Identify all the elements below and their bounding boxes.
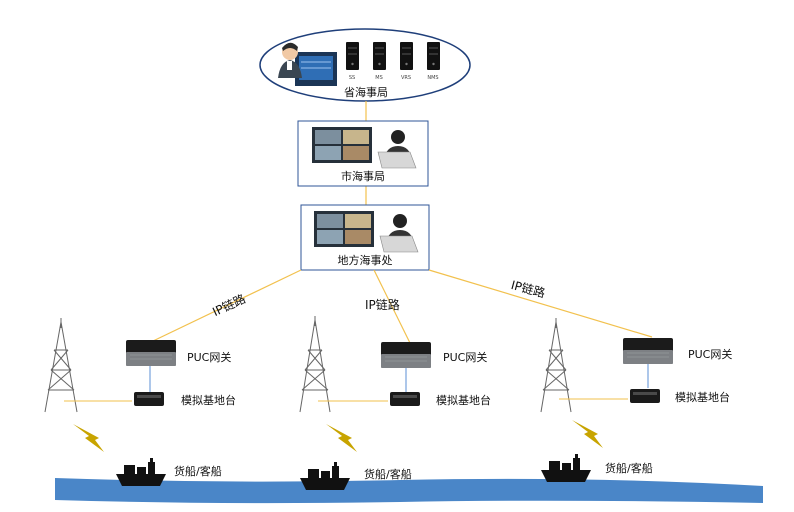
server-ms-label: MS (375, 75, 383, 81)
operator-workstation-icon (278, 42, 337, 86)
operator-desk-icon (377, 130, 417, 169)
gateway-device-icon (623, 338, 673, 364)
ship-icon (300, 462, 350, 490)
base-station-label-center: 模拟基地台 (436, 393, 491, 407)
ship-icon (541, 454, 591, 482)
server-vrs-label: VRS (401, 75, 411, 81)
radio-tower-icon (44, 318, 78, 413)
ip-link-label-right: IP链路 (509, 277, 546, 300)
gateway-device-icon (381, 342, 431, 368)
ip-link-label-left: IP链路 (210, 291, 248, 319)
server-nms-label: NMS (427, 75, 438, 81)
monitor-wall-icon (314, 211, 374, 247)
ip-link-line-center (373, 269, 411, 344)
base-station-icon (630, 389, 660, 403)
ship-label-center: 货船/客船 (364, 467, 412, 481)
gateway-device-icon (126, 340, 176, 366)
lightning-icon (572, 420, 603, 448)
server-ss-icon (346, 42, 359, 70)
gateway-label-center: PUC网关 (443, 350, 487, 364)
server-ss-label: SS (349, 75, 355, 81)
city-title: 市海事局 (341, 169, 385, 183)
server-vrs-icon (400, 42, 413, 70)
monitor-wall-icon (312, 127, 372, 163)
branch-right: PUC网关 模拟基地台 货船/客船 (540, 318, 732, 482)
branch-left: PUC网关 模拟基地台 货船/客船 (44, 318, 236, 486)
ip-link-line-right (428, 269, 653, 338)
radio-tower-icon (540, 318, 572, 413)
ship-label-left: 货船/客船 (174, 464, 222, 478)
base-station-icon (390, 392, 420, 406)
lightning-icon (326, 424, 357, 452)
radio-tower-icon (299, 316, 331, 413)
lightning-icon (73, 424, 104, 452)
sea-band (55, 478, 763, 504)
server-ms-icon (373, 42, 386, 70)
ship-label-right: 货船/客船 (605, 461, 653, 475)
gateway-label-left: PUC网关 (187, 350, 231, 364)
local-node: 地方海事处 (300, 204, 430, 271)
city-node: 市海事局 (297, 120, 429, 187)
server-nms-icon (427, 42, 440, 70)
base-station-label-left: 模拟基地台 (181, 393, 236, 407)
base-station-icon (134, 392, 164, 406)
operator-desk-icon (379, 214, 419, 253)
provincial-node: SS MS VRS NMS 省海事局 (259, 28, 471, 102)
branch-center: PUC网关 模拟基地台 货船/客船 (299, 316, 491, 490)
provincial-title: 省海事局 (344, 85, 388, 99)
base-station-label-right: 模拟基地台 (675, 390, 730, 404)
local-title: 地方海事处 (338, 253, 393, 267)
ip-link-line-left (152, 269, 302, 342)
gateway-label-right: PUC网关 (688, 347, 732, 361)
ship-icon (116, 458, 166, 486)
ip-link-label-center: IP链路 (365, 297, 400, 312)
